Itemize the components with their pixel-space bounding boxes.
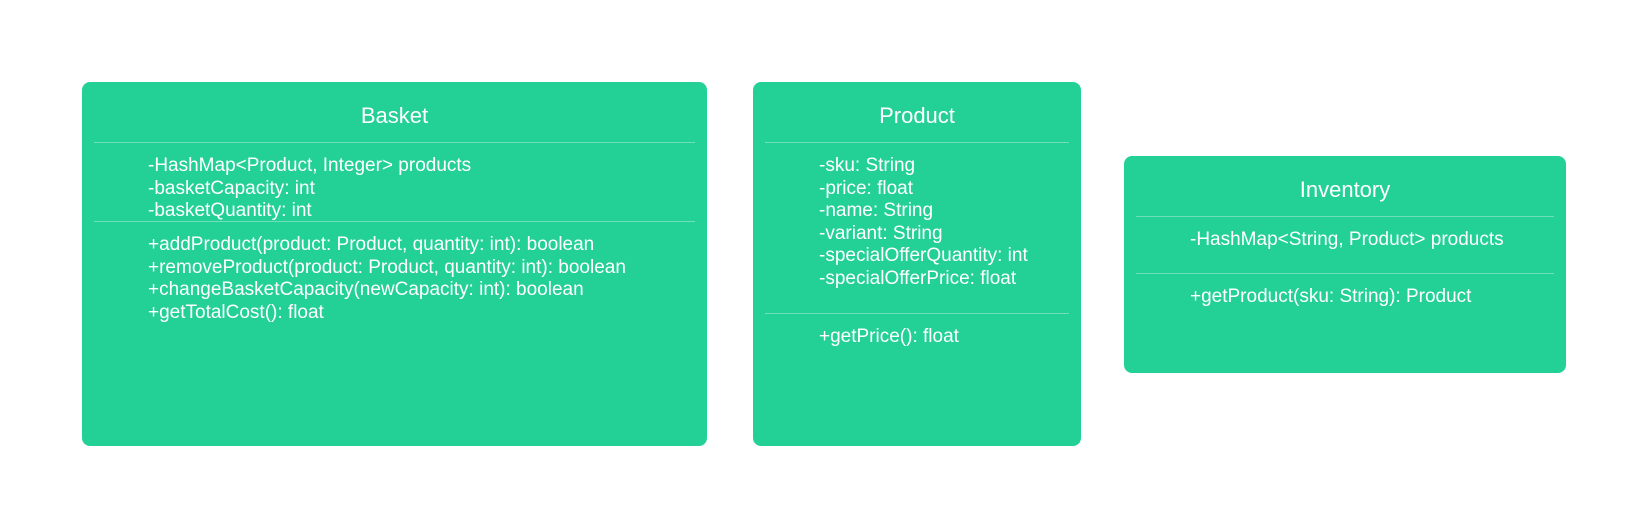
method: +getTotalCost(): float xyxy=(148,301,324,323)
attribute: -name: String xyxy=(819,200,934,221)
attribute: -basketQuantity: int xyxy=(148,200,312,221)
attribute: -price: float xyxy=(819,177,913,199)
attribute: -specialOfferPrice: float xyxy=(819,267,1017,289)
method: +getPrice(): float xyxy=(819,326,959,347)
class-title: Product xyxy=(765,82,1069,143)
attribute: -specialOfferQuantity: int xyxy=(819,245,1028,266)
method: +removeProduct(product: Product, quantit… xyxy=(148,256,626,278)
class-title: Inventory xyxy=(1136,156,1554,217)
class-box-product: Product -sku: String -price: float -name… xyxy=(753,82,1081,446)
attribute: -variant: String xyxy=(819,222,943,244)
method: +addProduct(product: Product, quantity: … xyxy=(148,234,595,255)
attribute: -sku: String xyxy=(819,155,916,176)
attributes-section: -HashMap<Product, Integer> products -bas… xyxy=(94,143,695,222)
methods-section: +addProduct(product: Product, quantity: … xyxy=(94,222,695,336)
class-box-basket: Basket -HashMap<Product, Integer> produc… xyxy=(82,82,707,446)
attributes-section: -HashMap<String, Product> products xyxy=(1136,217,1554,274)
method: +getProduct(sku: String): Product xyxy=(1190,286,1472,307)
methods-section: +getProduct(sku: String): Product xyxy=(1136,274,1554,321)
methods-section: +getPrice(): float xyxy=(765,314,1069,361)
attributes-section: -sku: String -price: float -name: String… xyxy=(765,143,1069,314)
class-box-inventory: Inventory -HashMap<String, Product> prod… xyxy=(1124,156,1566,373)
method: +changeBasketCapacity(newCapacity: int):… xyxy=(148,279,584,300)
attribute: -HashMap<String, Product> products xyxy=(1190,229,1504,250)
attribute: -basketCapacity: int xyxy=(148,177,315,199)
class-title: Basket xyxy=(94,82,695,143)
attribute: -HashMap<Product, Integer> products xyxy=(148,155,472,176)
